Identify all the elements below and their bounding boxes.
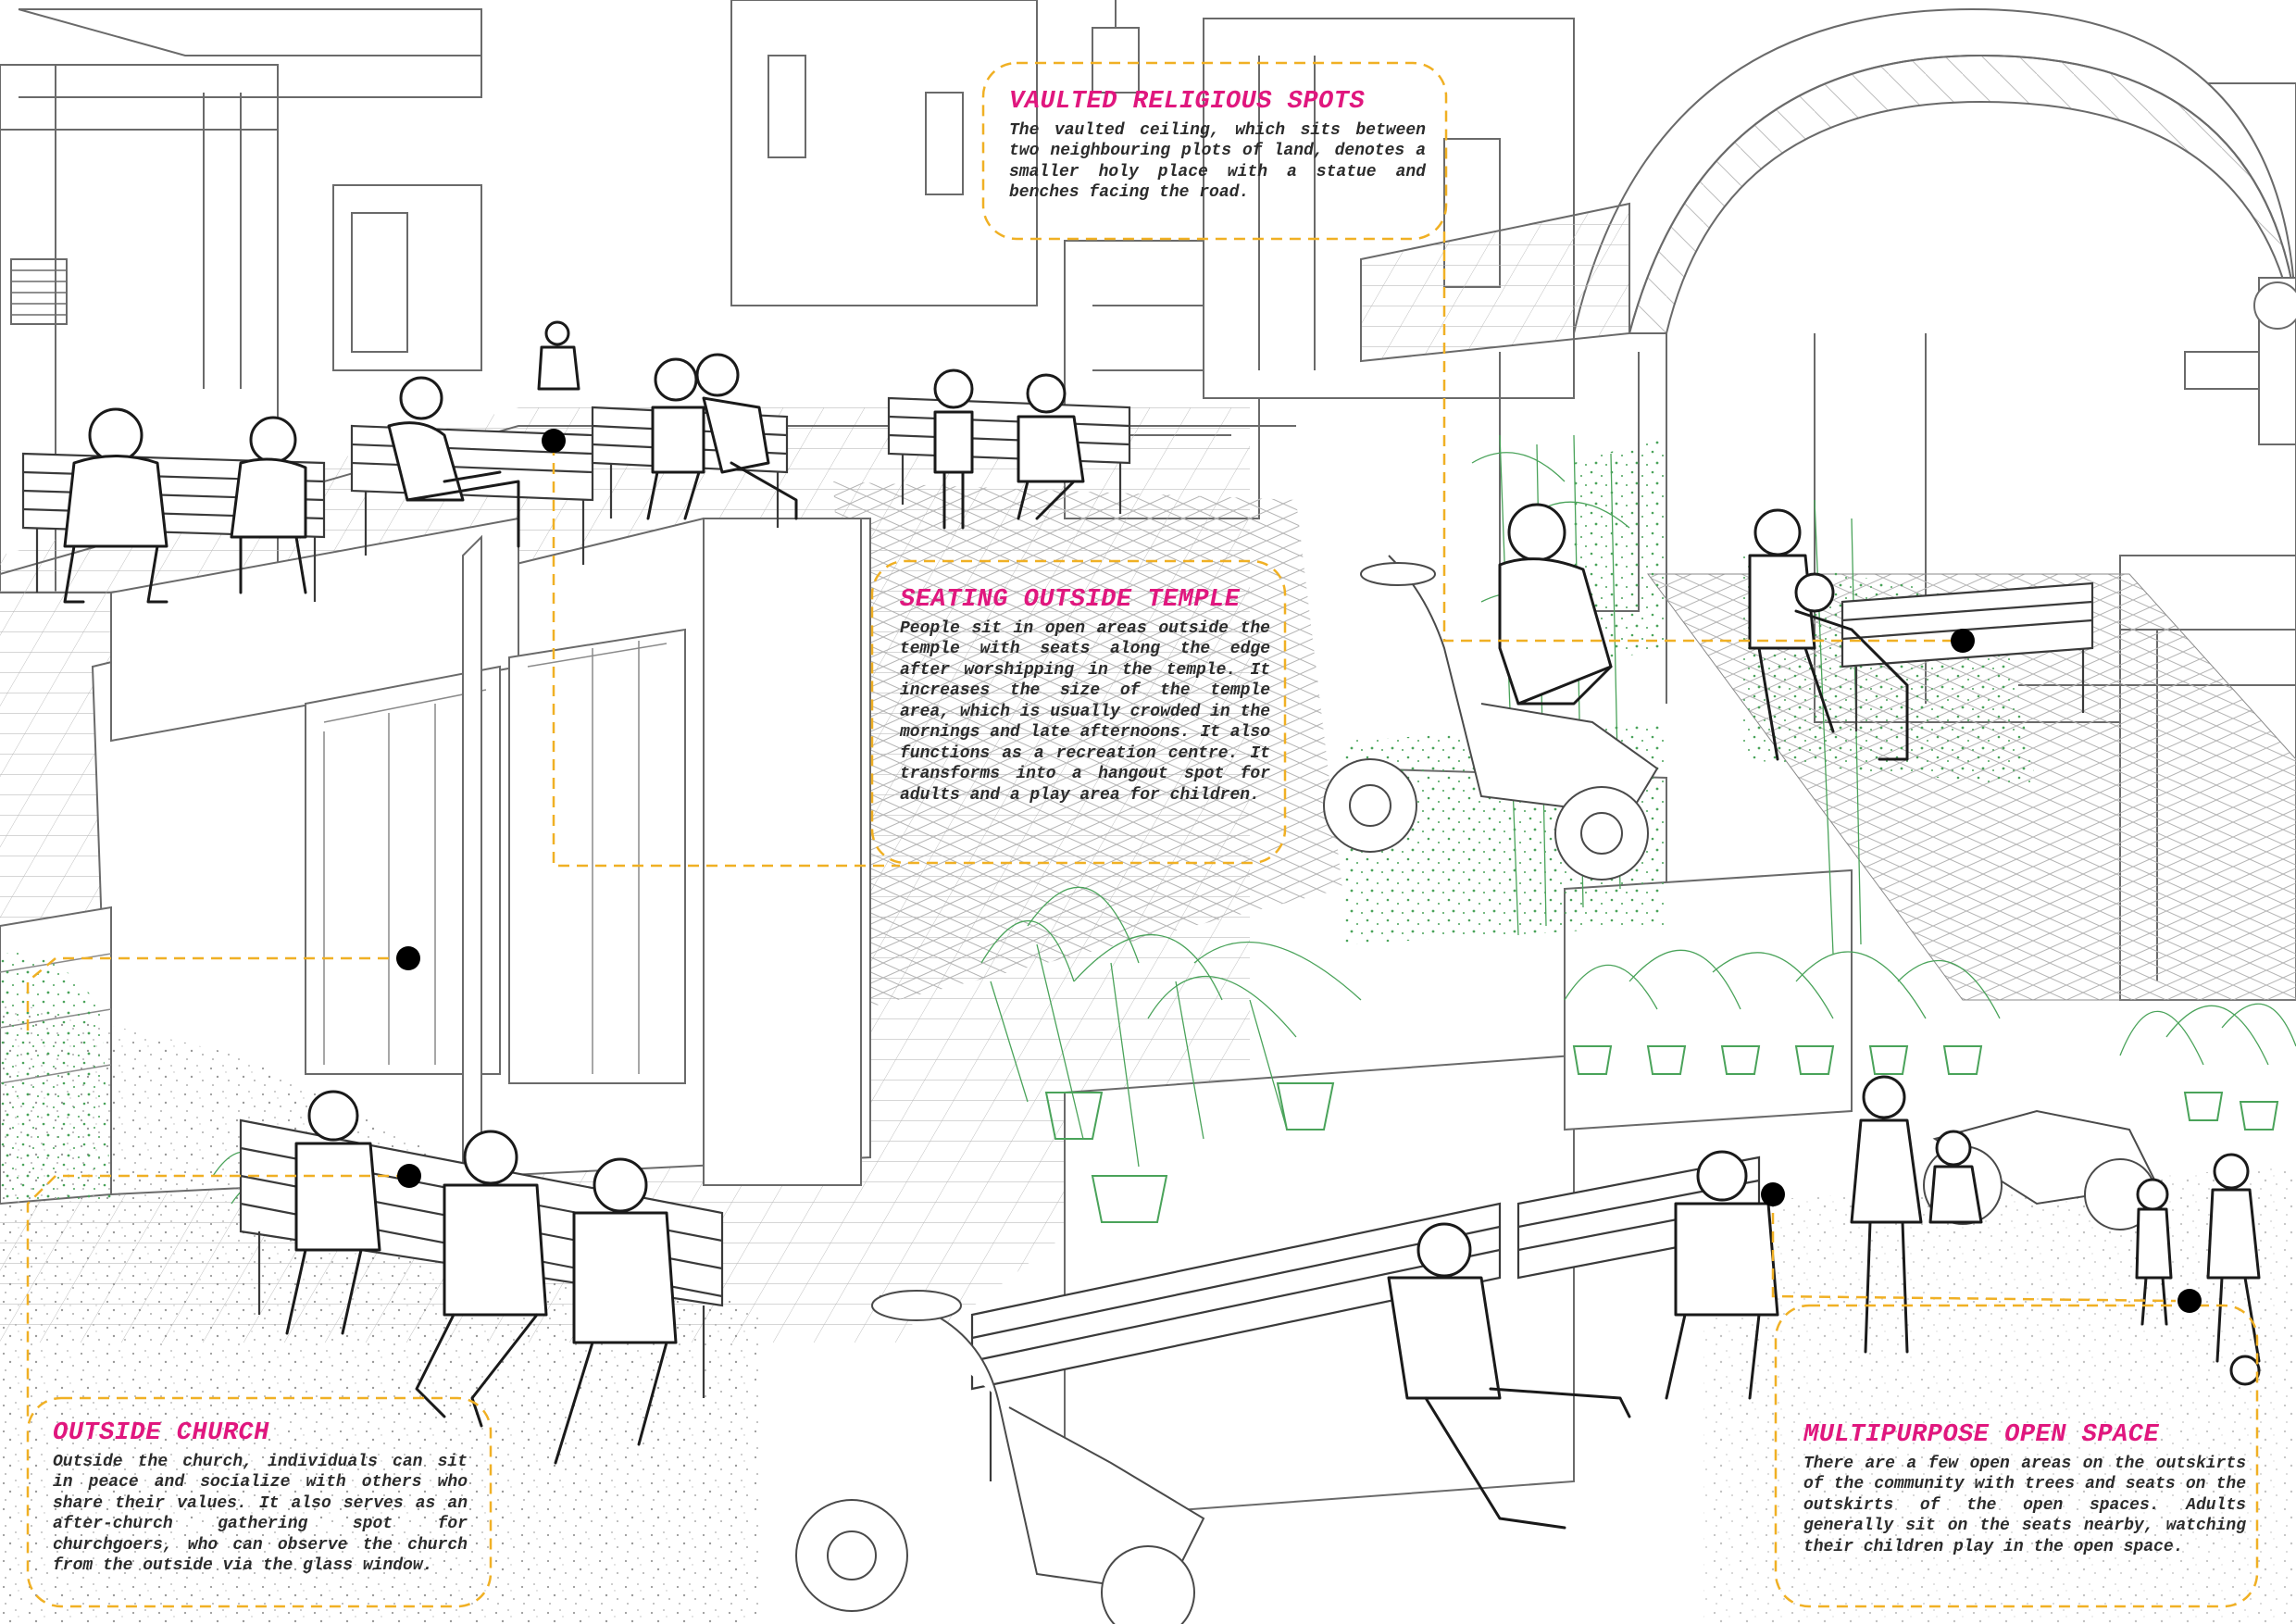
window-louvre <box>10 258 68 325</box>
person-open-space-standing <box>1850 1075 1923 1354</box>
person-open-space-crouching <box>1928 1130 1983 1224</box>
scooter-upper <box>1323 555 1659 881</box>
leader-lines <box>26 231 2177 1417</box>
callout-frames <box>26 61 2259 1608</box>
marker-temple-seating <box>542 429 566 453</box>
potted-plant-row-right <box>1564 949 2001 1075</box>
callout-vaulted-religious-spots: VAULTED RELIGIOUS SPOTS The vaulted ceil… <box>1009 88 1426 204</box>
callout-title: MULTIPURPOSE OPEN SPACE <box>1803 1421 2160 1449</box>
callout-text: There are a few open areas on the outski… <box>1803 1454 2246 1556</box>
person-church-3 <box>554 1157 678 1465</box>
person-open-space-seated <box>1665 1150 1779 1400</box>
person-church-1 <box>285 1090 381 1335</box>
person-church-2 <box>415 1130 548 1428</box>
callout-title: OUTSIDE CHURCH <box>53 1419 269 1447</box>
callout-text: People sit in open areas outside the tem… <box>900 618 1270 805</box>
callout-outside-church: OUTSIDE CHURCH Outside the church, indiv… <box>53 1419 468 1577</box>
person-sitting-7 <box>1017 373 1085 520</box>
person-open-space-child-2 <box>2206 1153 2261 1386</box>
ground-gravel <box>0 1000 2296 1624</box>
person-open-space-child-1 <box>2135 1178 2173 1326</box>
person-sitting-2 <box>230 416 307 594</box>
callout-title: SEATING OUTSIDE TEMPLE <box>900 586 1241 614</box>
couple-under-vault <box>1748 508 1909 761</box>
cross-icon <box>2184 277 2296 445</box>
callout-text: The vaulted ceiling, which sits between … <box>1009 120 1426 203</box>
marker-open-space-2 <box>2177 1289 2202 1313</box>
person-sitting-6 <box>933 369 974 530</box>
marker-open-space-1 <box>1761 1182 1785 1206</box>
person-sitting-4 <box>646 357 705 520</box>
person-sitting-1 <box>63 407 168 604</box>
scooter-lower <box>795 1290 1205 1624</box>
marker-church-bench <box>397 1164 421 1188</box>
people <box>63 320 2261 1530</box>
callout-seating-outside-temple: SEATING OUTSIDE TEMPLE People sit in ope… <box>900 586 1270 806</box>
location-markers <box>396 429 2202 1313</box>
marker-vaulted <box>1951 629 1975 653</box>
vaulted-roof <box>1360 7 2296 704</box>
potted-plant-cluster-centre <box>980 886 1362 1223</box>
callout-text: Outside the church, individuals can sit … <box>53 1452 468 1576</box>
person-sitting-3 <box>387 376 520 548</box>
callout-multipurpose-open-space: MULTIPURPOSE OPEN SPACE There are a few … <box>1803 1421 2246 1557</box>
person-reading <box>1387 1222 1631 1530</box>
potted-plant-right <box>2119 1003 2296 1131</box>
callout-title: VAULTED RELIGIOUS SPOTS <box>1009 88 1366 116</box>
scooters <box>795 555 2159 1624</box>
person-on-scooter <box>1498 503 1613 706</box>
marker-church-window <box>396 946 420 970</box>
person-sitting-5 <box>695 353 798 520</box>
statue-small <box>537 320 580 391</box>
